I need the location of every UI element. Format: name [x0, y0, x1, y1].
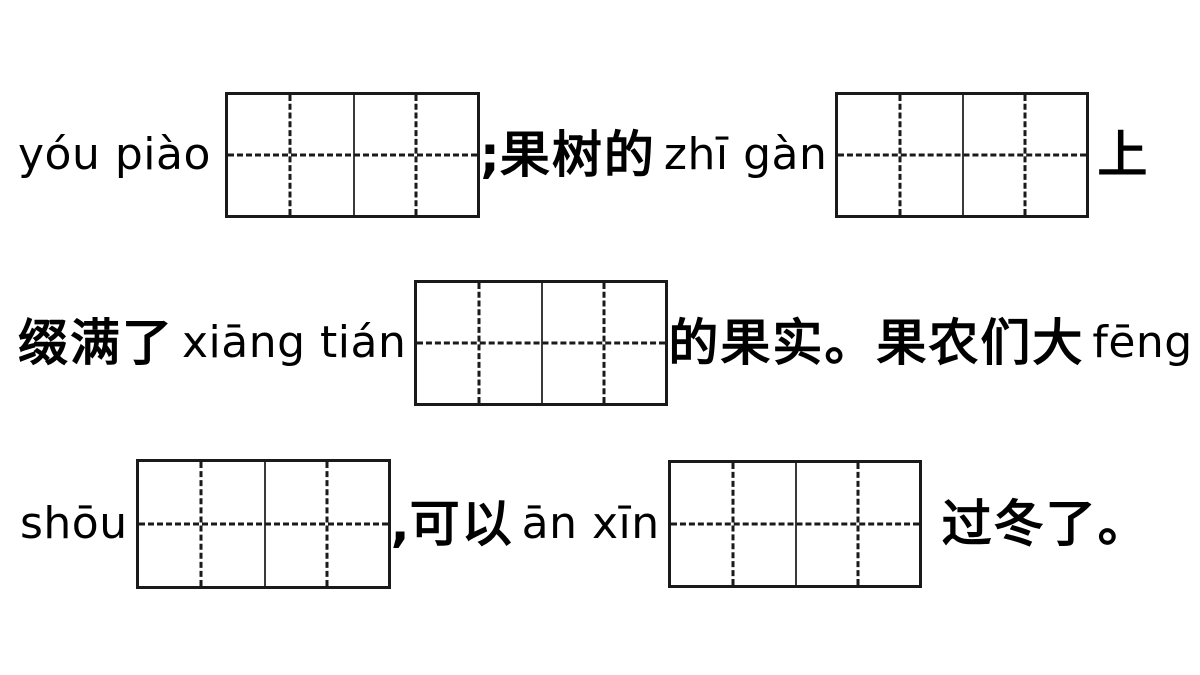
worksheet-line-2: 缀满了 xiāng tián 的果实。果农们大 fēng [0, 280, 1200, 406]
han-zhui-man-le: 缀满了 [18, 314, 174, 372]
pinyin-zhi-gan: zhī gàn [663, 129, 828, 180]
pinyin-xiang-tian: xiāng tián [182, 317, 407, 368]
han-de-guo-shi-guo-nong-men-da: 的果实。果农们大 [668, 314, 1085, 372]
answer-grid-xiang-tian[interactable] [414, 280, 669, 406]
pinyin-you-piao: yóu piào [18, 129, 211, 180]
grid-horizontal-guide [670, 522, 919, 526]
pinyin-an-xin: ān xīn [521, 498, 660, 549]
grid-horizontal-guide [227, 153, 477, 157]
grid-horizontal-guide [138, 522, 388, 526]
han-guo-shu-de: 果树的 [499, 126, 656, 184]
pinyin-shou: shōu [20, 498, 128, 549]
han-shang: 上 [1097, 126, 1150, 184]
grid-horizontal-guide [838, 153, 1087, 157]
worksheet-line-1: yóu piào ; 果树的 zhī gàn 上 [0, 92, 1200, 218]
comma-punctuation: , [390, 495, 410, 553]
answer-grid-feng-shou[interactable] [135, 459, 391, 589]
grid-horizontal-guide [417, 341, 666, 345]
han-ke-yi: 可以 [409, 495, 514, 553]
answer-grid-you-piao[interactable] [224, 92, 480, 218]
answer-grid-zhi-gan[interactable] [835, 92, 1090, 218]
semicolon-punctuation: ; [479, 126, 500, 184]
answer-grid-an-xin[interactable] [667, 460, 922, 588]
pinyin-feng: fēng [1092, 317, 1193, 368]
worksheet-line-3: shōu , 可以 ān xīn 过冬了。 [0, 459, 1200, 589]
han-guo-dong-le: 过冬了。 [941, 495, 1150, 553]
